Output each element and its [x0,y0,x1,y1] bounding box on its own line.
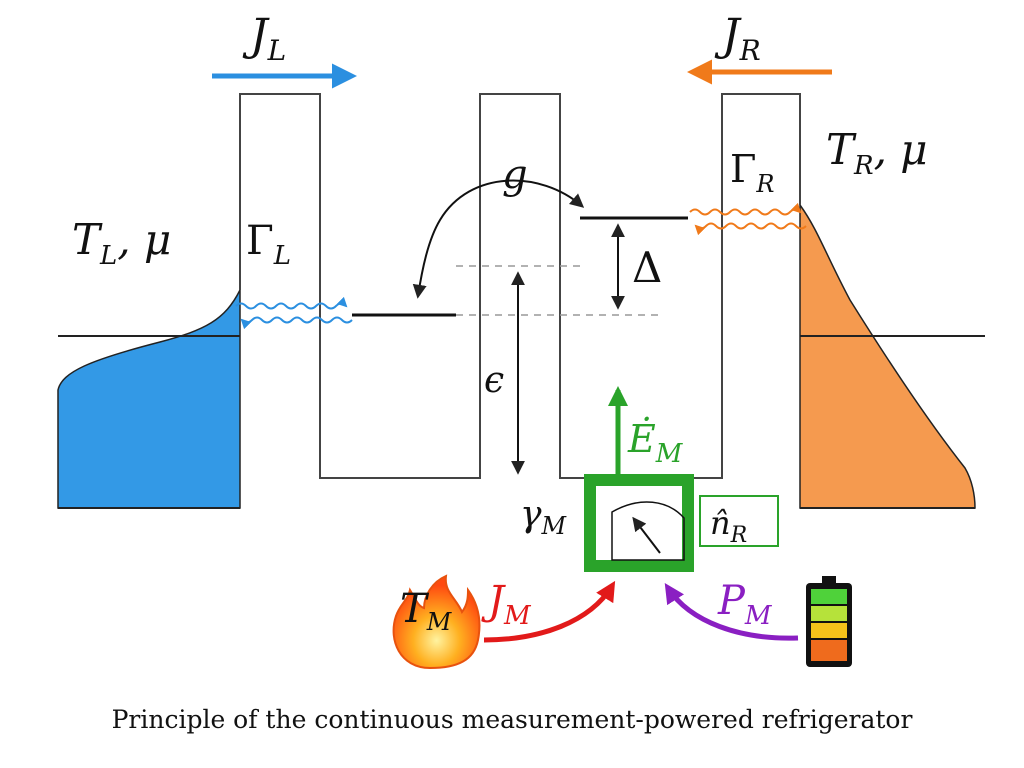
label-meter-power: PM [717,578,773,631]
meter-power-arrow [664,582,799,641]
left-tunnel-wave-lower [240,316,353,330]
label-coupling: g [502,152,528,198]
label-meter-temp: TM [400,586,453,636]
label-gamma-left: ΓL [246,218,291,271]
label-observable: n̂R [710,504,747,548]
label-energy-flow: ĖM [627,417,684,469]
label-current-left: JL [242,10,286,67]
label-meter-heat: JM [481,578,532,631]
label-meter-rate: γM [520,494,568,540]
right-reservoir-fill [799,202,976,509]
battery-icon [806,576,852,667]
label-reservoir-left: TL, μ [72,215,171,271]
observable-box [699,495,779,547]
label-current-right: JR [714,10,761,67]
fire-icon [392,574,481,670]
left-reservoir-fill [57,289,241,509]
label-detuning: Δ [632,243,662,292]
figure-caption: Principle of the continuous measurement-… [112,705,913,734]
meter-gauge-icon [584,474,694,572]
coupling-arc [412,179,585,299]
right-tunnel-wave-upper [689,202,802,216]
left-tunnel-wave-upper [235,296,348,310]
label-gamma-right: ΓR [730,147,774,198]
label-energy: ϵ [484,360,504,401]
label-reservoir-right: TR, μ [826,125,928,181]
right-tunnel-wave-lower [694,222,807,236]
meter-heat-arrow [483,580,616,643]
potential-profile [239,93,801,479]
